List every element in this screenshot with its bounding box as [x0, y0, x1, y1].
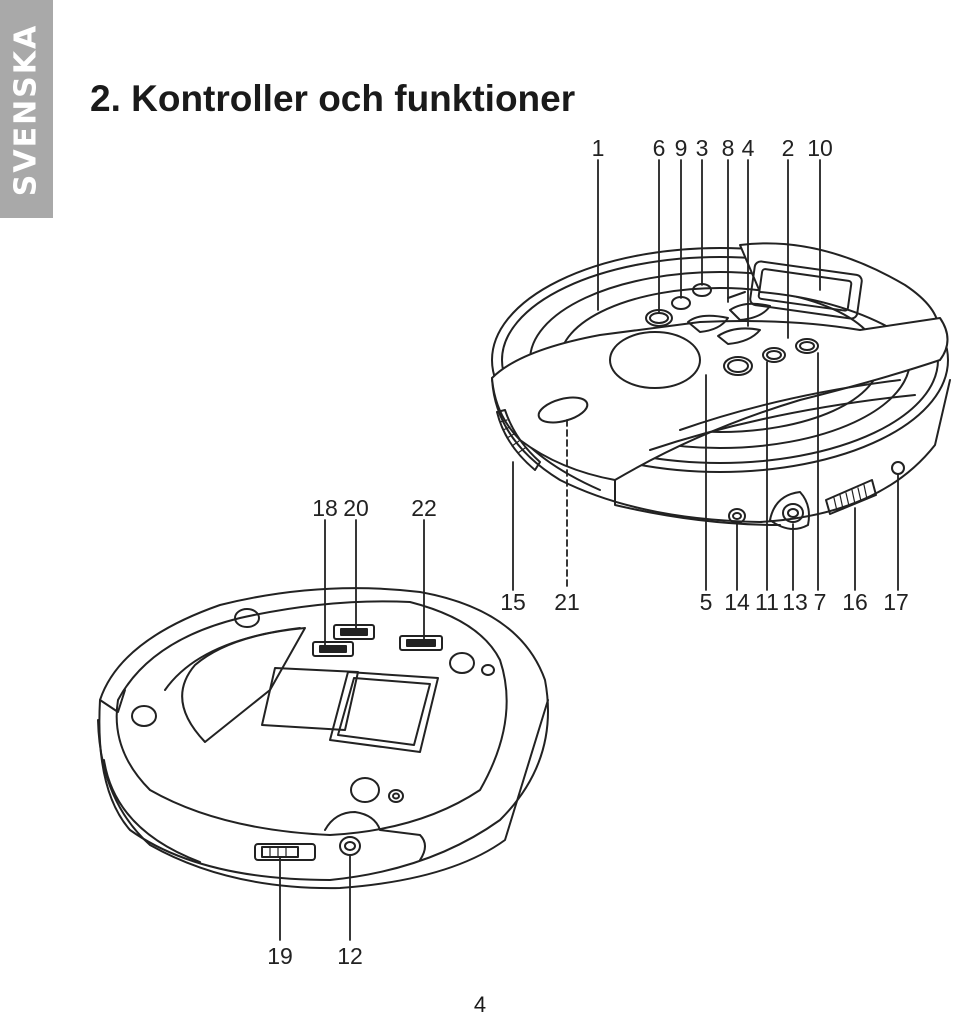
callouts-front-top: 1 6 9 3 8 4 2 10: [592, 135, 833, 161]
callout-6: 6: [653, 135, 666, 161]
callout-7: 7: [814, 589, 827, 615]
callout-10: 10: [807, 135, 833, 161]
callout-16: 16: [842, 589, 868, 615]
callout-20: 20: [343, 495, 369, 521]
callout-9: 9: [675, 135, 688, 161]
page-title: 2. Kontroller och funktioner: [90, 78, 576, 119]
callouts-front-bottom: 15 21 5 14 11 13 7 16 17: [500, 589, 909, 615]
callout-5: 5: [700, 589, 713, 615]
callouts-bottom-bottom: 19 12: [267, 943, 363, 969]
callout-22: 22: [411, 495, 437, 521]
language-tab: SVENSKA: [0, 0, 53, 218]
callouts-bottom-top: 18 20 22: [312, 495, 437, 521]
leader-lines-bottom: [279, 519, 425, 941]
player-front-view: [491, 242, 951, 530]
leader-lines-front: [512, 159, 899, 591]
callout-1: 1: [592, 135, 605, 161]
callout-21: 21: [554, 589, 580, 615]
callout-19: 19: [267, 943, 293, 969]
callout-13: 13: [782, 589, 808, 615]
callout-4: 4: [742, 135, 755, 161]
callout-14: 14: [724, 589, 750, 615]
callout-18: 18: [312, 495, 338, 521]
callout-12: 12: [337, 943, 363, 969]
page-number: 4: [473, 992, 487, 1017]
callout-2: 2: [782, 135, 795, 161]
callout-8: 8: [722, 135, 735, 161]
callout-3: 3: [696, 135, 709, 161]
player-bottom-view: [97, 587, 549, 890]
callout-11: 11: [755, 589, 779, 615]
callout-17: 17: [883, 589, 909, 615]
callout-15: 15: [500, 589, 526, 615]
